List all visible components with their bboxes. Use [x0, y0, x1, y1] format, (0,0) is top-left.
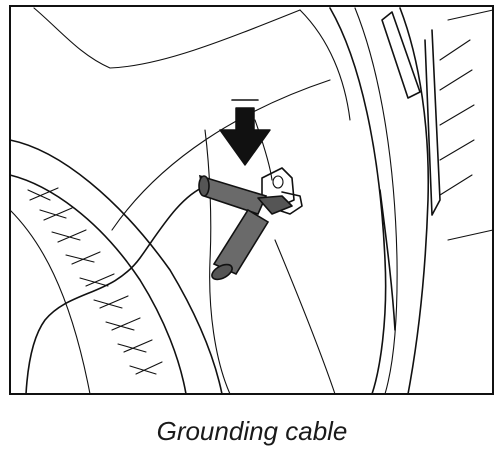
grounding-cable-illustration: [9, 5, 494, 395]
figure-caption: Grounding cable: [156, 416, 348, 446]
down-arrow-icon: [219, 99, 271, 166]
door-edge: [379, 9, 494, 331]
car-body-panel: [33, 7, 430, 395]
tyre: [9, 139, 223, 395]
grounding-cable: [25, 174, 293, 395]
